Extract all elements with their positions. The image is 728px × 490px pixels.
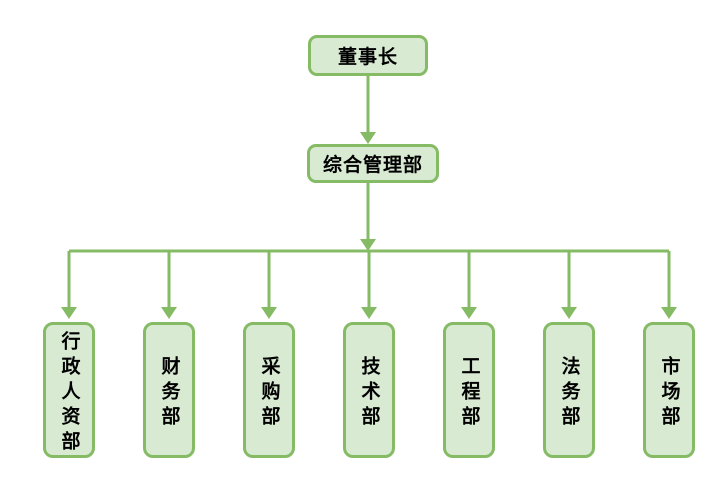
node-dept-legal: 法务部 bbox=[543, 322, 595, 458]
node-dept-engineering: 工程部 bbox=[443, 322, 495, 458]
arrow-down-icon bbox=[360, 239, 376, 251]
arrow-down-icon bbox=[561, 307, 577, 319]
arrow-down-icon bbox=[661, 307, 677, 319]
node-dept-technology: 技术部 bbox=[343, 322, 395, 458]
node-dept-legal-label: 法务部 bbox=[558, 355, 580, 431]
node-dept-finance-label: 财务部 bbox=[158, 355, 180, 431]
arrow-down-icon bbox=[61, 307, 77, 319]
node-dept-admin-hr: 行政人资部 bbox=[43, 322, 95, 458]
node-dept-marketing: 市场部 bbox=[643, 322, 695, 458]
node-general-management: 综合管理部 bbox=[307, 144, 439, 183]
arrow-down-icon bbox=[461, 307, 477, 319]
node-chairman: 董事长 bbox=[308, 35, 428, 76]
arrow-down-icon bbox=[361, 307, 377, 319]
node-chairman-label: 董事长 bbox=[337, 47, 398, 68]
node-dept-procurement: 采购部 bbox=[243, 322, 295, 458]
arrow-down-icon bbox=[360, 132, 376, 144]
arrow-down-icon bbox=[161, 307, 177, 319]
node-dept-engineering-label: 工程部 bbox=[458, 355, 480, 431]
node-dept-finance: 财务部 bbox=[143, 322, 195, 458]
node-dept-marketing-label: 市场部 bbox=[658, 355, 680, 431]
node-general-management-label: 综合管理部 bbox=[322, 155, 423, 176]
node-dept-technology-label: 技术部 bbox=[358, 355, 380, 431]
node-dept-procurement-label: 采购部 bbox=[258, 355, 280, 431]
node-dept-admin-hr-label: 行政人资部 bbox=[58, 330, 80, 456]
arrow-down-icon bbox=[261, 307, 277, 319]
